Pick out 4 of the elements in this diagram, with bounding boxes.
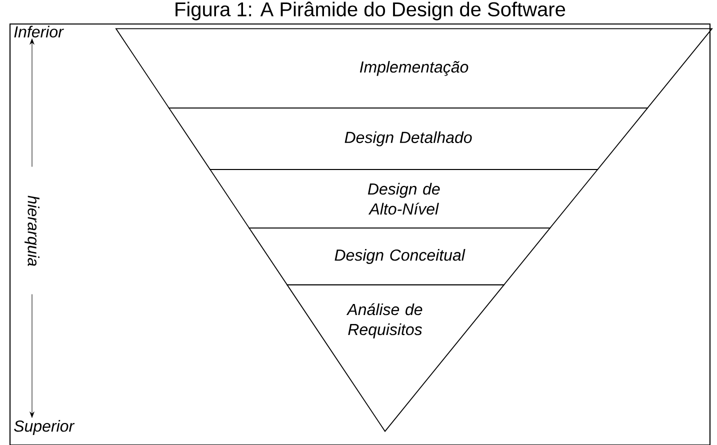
axis-label: hierarquia [24,196,40,266]
axis-label: Inferior [14,26,64,38]
axis-label: Superior [14,420,75,435]
title: Figura 1: A Pirâmide do Design de Software [176,2,566,20]
